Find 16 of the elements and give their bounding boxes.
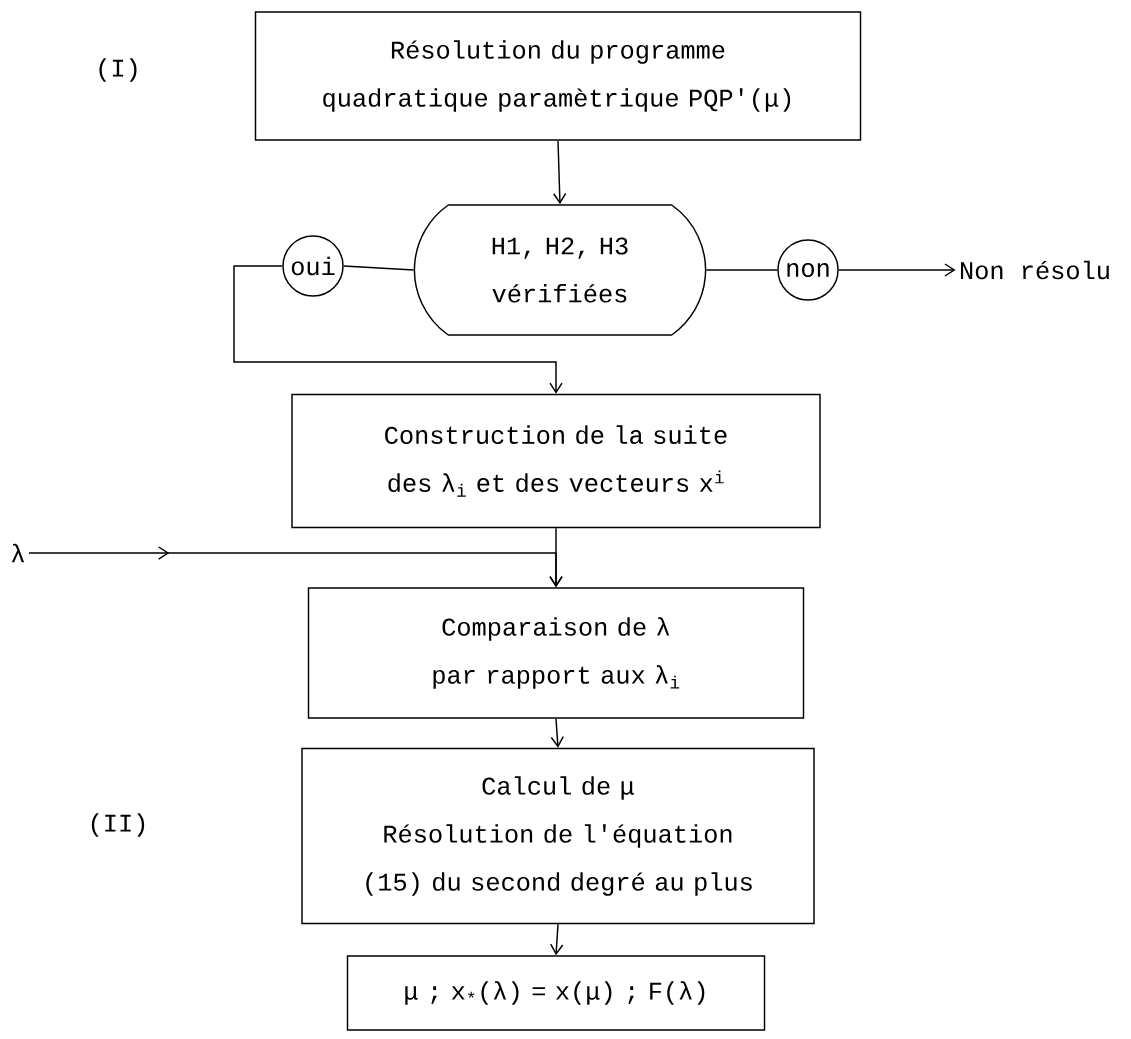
- process-box: Comparaison de λ par rapport aux λ$_{i}$: [307, 587, 805, 719]
- flow-text: Non résolu: [961, 260, 1109, 280]
- section-label: (II): [91, 813, 145, 837]
- arrow: [838, 263, 956, 277]
- arrow: [233, 265, 563, 394]
- arrow: [550, 718, 564, 748]
- arrow: [552, 140, 567, 205]
- process-box: Calcul de μ Résolution de l'équation (15) du second degré au plus: [301, 747, 815, 925]
- decision-terminal: H1, H2, H3 vérifiées: [413, 204, 707, 336]
- arrow: [549, 923, 564, 956]
- process-box: Résolution du programme quadratique paramètrique PQP'(μ): [254, 11, 862, 141]
- arrow: [28, 546, 563, 588]
- process-box: Construction de la suite des λ$_{i}$ et des vecteurs x$^{i}$: [291, 393, 821, 529]
- flow-text: λ: [11, 543, 25, 563]
- section-label: (I): [99, 58, 137, 82]
- process-box: μ ; x$_{*}$(λ) = x(μ) ; F(λ): [346, 955, 766, 1031]
